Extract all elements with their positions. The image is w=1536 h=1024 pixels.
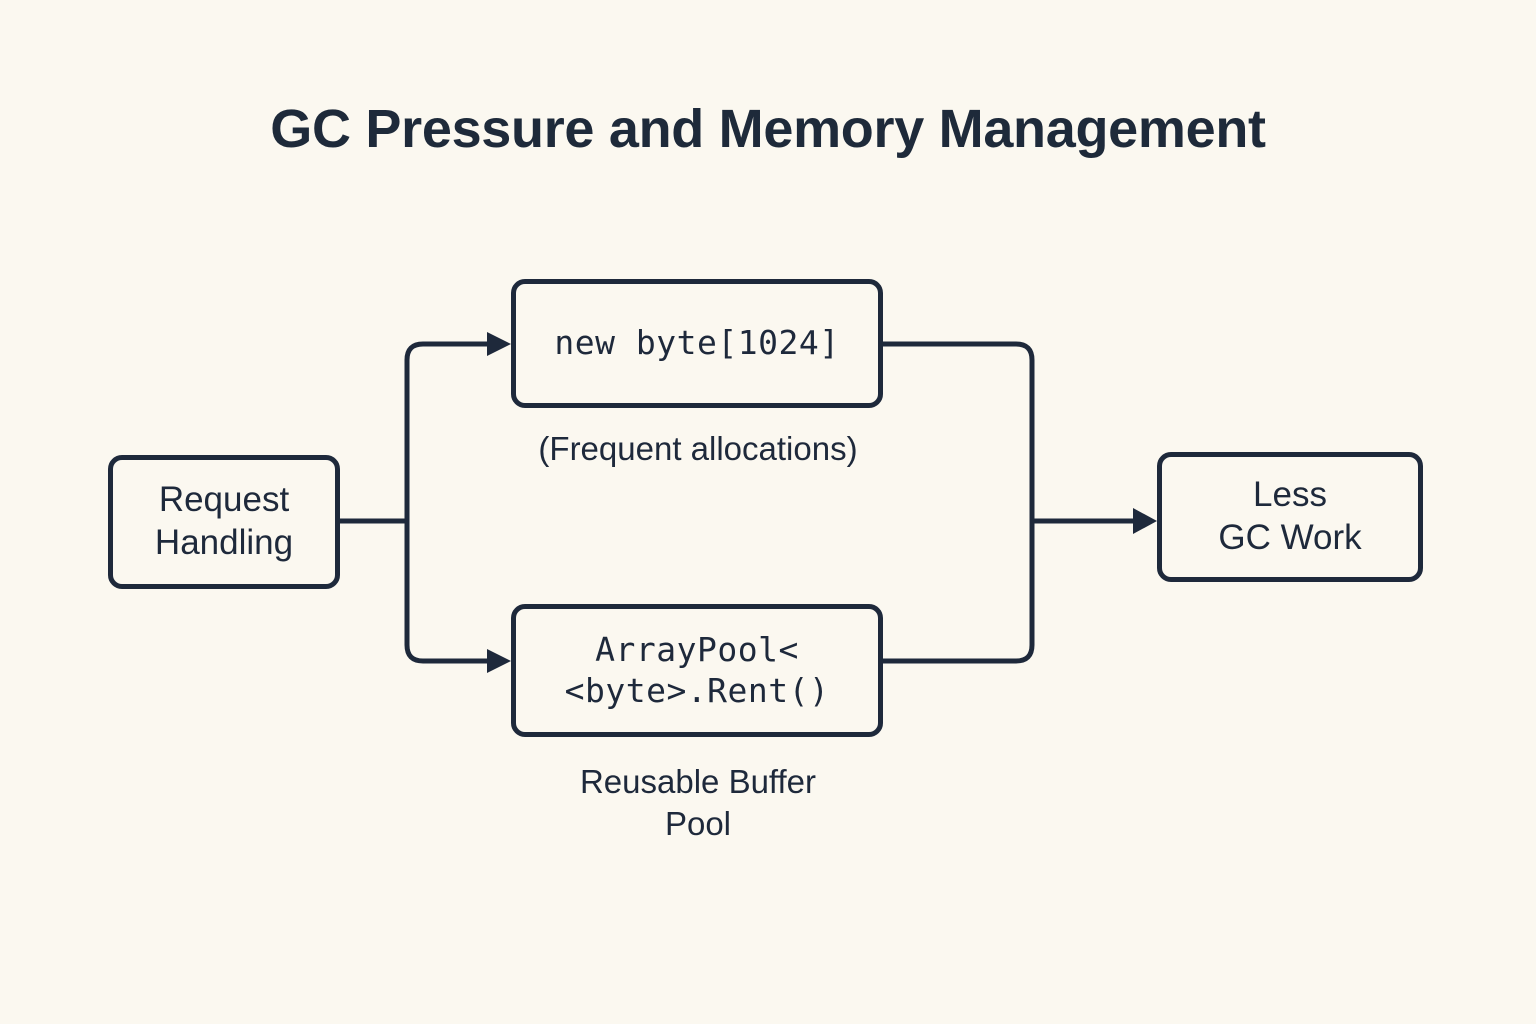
caption-reusable-buffer-pool: Reusable Buffer Pool [579, 763, 817, 843]
node-request-handling[interactable]: Request Handling [108, 455, 340, 589]
node-new-byte-array[interactable]: new byte[1024] [511, 279, 883, 408]
node-request-handling-label: Request Handling [154, 480, 294, 562]
page-title: GC Pressure and Memory Management [270, 99, 1266, 159]
node-less-gc-work-label: Less GC Work [1218, 475, 1362, 557]
arrowhead-result [1133, 508, 1157, 534]
caption-frequent-allocations: (Frequent allocations) [538, 430, 858, 467]
node-arraypool-rent[interactable]: ArrayPool< <byte>.Rent() [511, 604, 883, 737]
arrowhead-pool [487, 649, 511, 673]
edge-pool-to-merge [883, 521, 1035, 664]
node-arraypool-rent-label: ArrayPool< <byte>.Rent() [564, 630, 830, 710]
node-new-byte-array-label: new byte[1024] [554, 323, 840, 363]
node-less-gc-work[interactable]: Less GC Work [1157, 452, 1423, 582]
edge-request-to-pool [404, 521, 487, 664]
arrowhead-allocation [487, 332, 511, 356]
